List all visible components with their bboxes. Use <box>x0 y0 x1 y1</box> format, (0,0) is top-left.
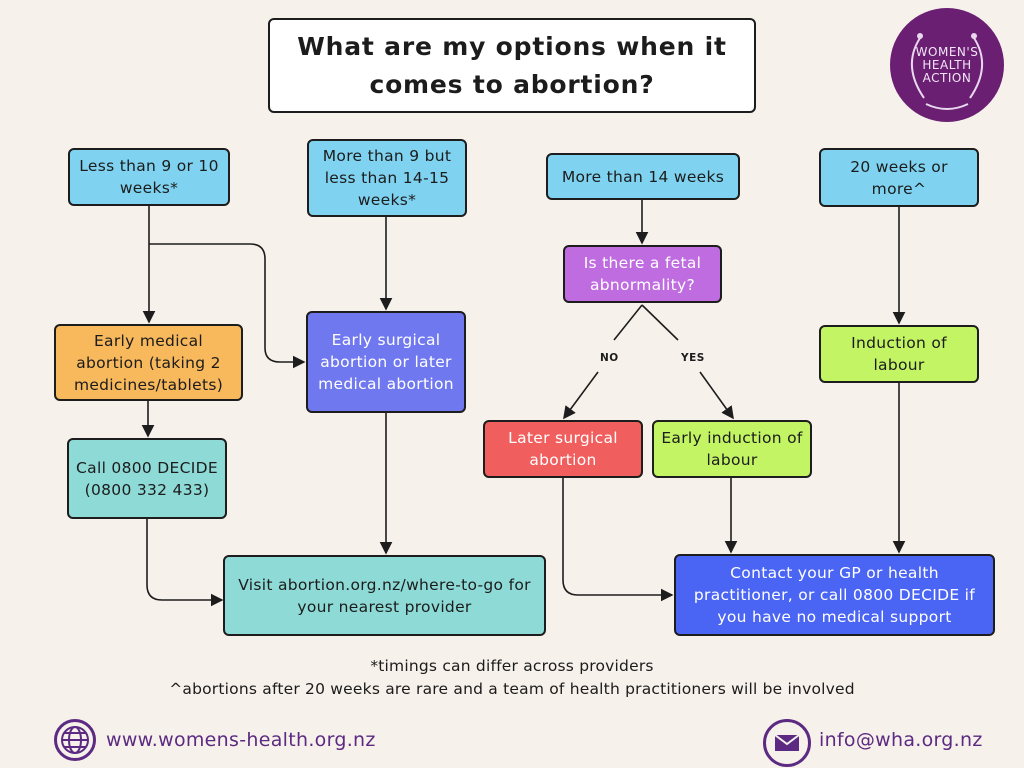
arrow-no-to-later-surgical <box>563 371 599 420</box>
logo-laurel-icon <box>910 33 984 110</box>
induction-of-labour-box: Induction of labour <box>819 325 979 383</box>
early-induction-box: Early induction of labour <box>652 420 812 478</box>
arrow-question-to-yes <box>641 304 679 341</box>
twenty-weeks-note: ^abortions after 20 weeks are rare and a… <box>169 680 855 698</box>
page-title: What are my options when it comes to abo… <box>268 18 756 113</box>
later-surgical-abortion-box: Later surgical abortion <box>483 420 643 478</box>
start-20-weeks-or-more: 20 weeks or more^ <box>819 148 979 207</box>
website-link[interactable]: www.womens-health.org.nz <box>106 729 376 751</box>
start-less-than-9-weeks: Less than 9 or 10 weeks* <box>68 148 230 206</box>
arrow-start1-to-early-surgical <box>149 243 306 369</box>
visit-provider-box: Visit abortion.org.nz/where-to-go for yo… <box>223 555 546 636</box>
contact-gp-box: Contact your GP or health practitioner, … <box>674 554 995 636</box>
fetal-abnormality-question: Is there a fetal abnormality? <box>563 245 722 303</box>
no-label: NO <box>600 352 619 364</box>
start-9-to-15-weeks: More than 9 but less than 14-15 weeks* <box>307 139 467 217</box>
early-surgical-abortion-box: Early surgical abortion or later medical… <box>306 311 466 413</box>
timing-note: *timings can differ across providers <box>370 657 654 675</box>
arrow-question-to-no <box>613 304 643 341</box>
start-more-than-14-weeks: More than 14 weeks <box>546 153 740 200</box>
email-link[interactable]: info@wha.org.nz <box>819 729 983 751</box>
arrow-later-surgical-to-contact <box>562 478 674 602</box>
early-medical-abortion-box: Early medical abortion (taking 2 medicin… <box>54 324 243 401</box>
logo-text: WOMEN'S HEALTH ACTION <box>915 44 979 85</box>
arrow-yes-to-early-induction <box>699 371 734 420</box>
envelope-icon <box>763 719 811 767</box>
globe-icon <box>54 719 96 761</box>
arrow-call-to-visit <box>146 519 224 607</box>
yes-label: YES <box>681 352 705 364</box>
womens-health-action-logo: WOMEN'S HEALTH ACTION <box>890 8 1004 122</box>
call-0800-decide-box: Call 0800 DECIDE (0800 332 433) <box>67 438 227 519</box>
